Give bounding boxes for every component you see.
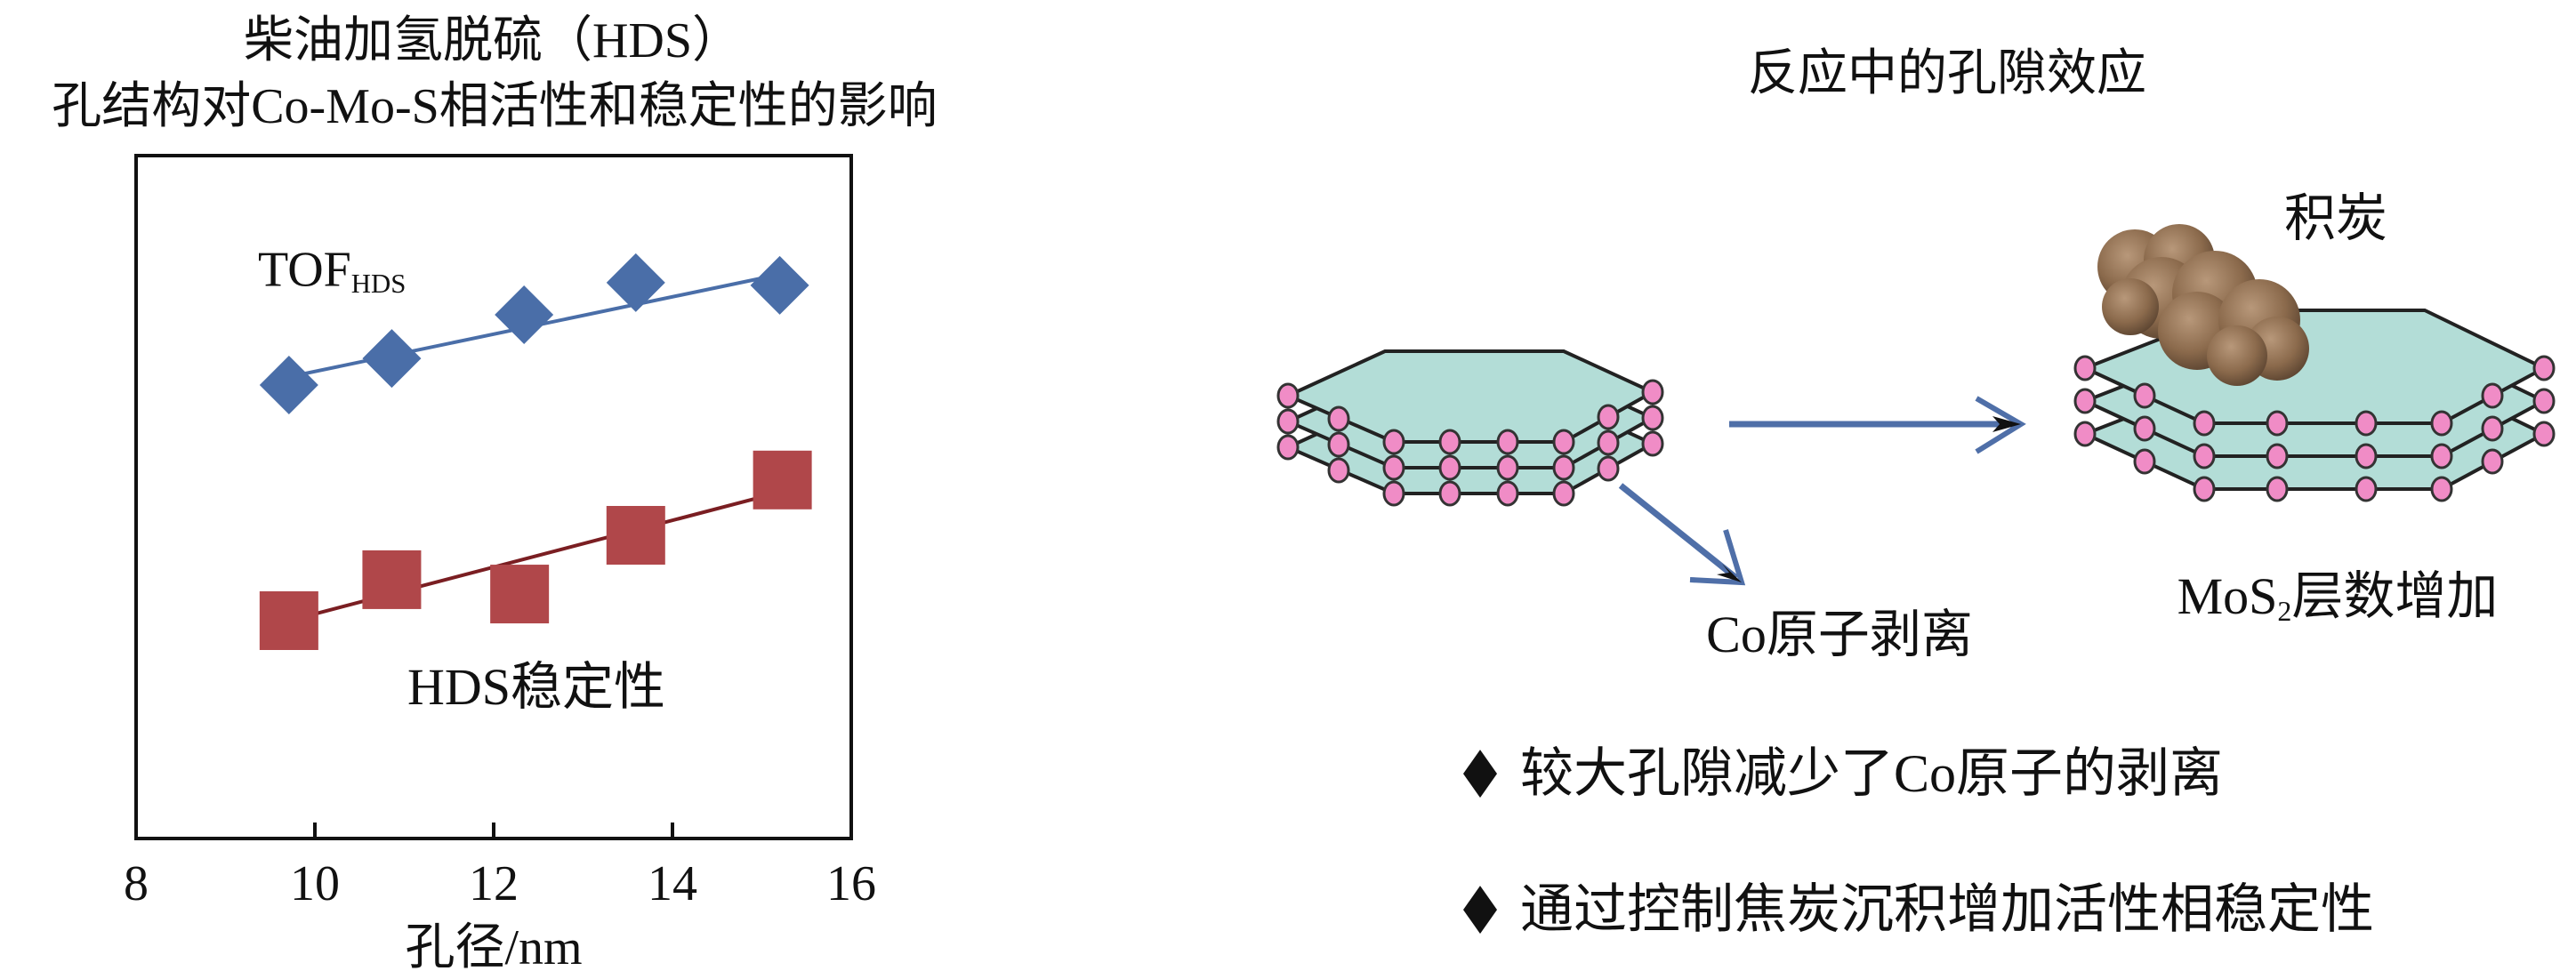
co-atom [2266,443,2289,469]
diamond-bullet-icon [1463,886,1497,935]
co-atom [1641,430,1664,457]
stability-data-point [362,550,422,609]
co-atom [1276,434,1300,461]
co-atom [2481,415,2504,442]
co-atom [2133,415,2156,442]
co-atom [2133,448,2156,475]
right-mos2-stack [2073,309,2556,502]
x-tick-label: 8 [124,856,149,911]
stability-data-point [753,450,812,510]
co-atom [2073,421,2097,447]
coke-deposit-icon [2097,224,2309,386]
x-tick-label: 16 [826,856,876,911]
co-atom [1496,429,1519,455]
co-atom [1496,454,1519,481]
co-atom [2193,410,2216,437]
tof-label-sub: HDS [350,268,407,299]
co-atom [2481,382,2504,409]
co-atom [2481,448,2504,475]
chart-title-line1: 柴油加氢脱硫（HDS） [243,13,743,68]
co-atom [1641,379,1664,405]
co-atom [2266,476,2289,502]
co-atom [2430,443,2453,469]
co-atom [1552,480,1575,507]
co-atom [1552,429,1575,455]
co-atom [2355,476,2378,502]
co-atom [2532,355,2556,381]
tof-series-label: TOFHDS [258,245,406,297]
co-stripping-label: Co原子剥离 [1706,606,1973,663]
mos2-label-pre: MoS [2177,567,2278,626]
arrow-tip-icon [1992,416,2021,432]
x-tick-label: 14 [648,856,697,911]
co-atom [1597,429,1620,456]
tof-data-point [750,255,809,315]
arrow-tip-icon [1717,564,1742,582]
co-atom [2532,421,2556,447]
coke-label: 积炭 [2283,189,2388,247]
mos2-label-post: 层数增加 [2291,567,2499,626]
x-tick-label: 12 [469,856,519,911]
tof-data-point [495,285,554,344]
co-atom [2133,382,2156,409]
co-atom [1552,454,1575,481]
mos2-label-sub: 2 [2277,596,2292,628]
diamond-bullet-icon [1463,750,1497,798]
co-atom [1597,455,1620,482]
bullet-item-2: 通过控制焦炭沉积增加活性相稳定性 [1463,878,2374,936]
stability-data-point [606,506,665,566]
co-atom [2073,388,2097,414]
co-atom [1327,457,1350,484]
co-atom [1276,382,1300,409]
coke-particle [2207,325,2267,386]
x-axis-label: 孔径/nm [405,920,583,975]
tof-data-point [362,329,422,389]
co-atom [1382,429,1405,455]
tof-data-point [606,253,665,312]
co-atom [1496,480,1519,507]
left-mos2-stack [1276,349,1664,507]
co-atom [1382,454,1405,481]
bullet-text: 通过控制焦炭沉积增加活性相稳定性 [1520,880,2374,940]
co-atom [2430,476,2453,502]
x-tick-label: 10 [290,856,340,911]
co-atom [1438,480,1461,507]
co-atom [1438,454,1461,481]
co-atom [1597,404,1620,430]
co-atom [2355,410,2378,437]
co-atom [2266,410,2289,437]
stability-series-label: HDS稳定性 [407,658,666,716]
tof-data-point [259,356,318,415]
co-atom [2355,443,2378,469]
mos2-layers-label: MoS2层数增加 [2178,571,2499,626]
co-atom [1327,431,1350,458]
bullet-text: 较大孔隙减少了Co原子的剥离 [1520,744,2224,804]
co-atom [2430,410,2453,437]
co-atom [1276,408,1300,435]
co-atom [2073,355,2097,381]
co-atom [2193,476,2216,502]
co-atom [1327,405,1350,432]
coke-particle [2102,278,2159,335]
diagram-title: 反应中的孔隙效应 [1748,46,2146,101]
stability-data-point [490,565,550,624]
co-atom [1382,480,1405,507]
stability-data-point [259,591,318,651]
co-stripping-arrow-line [1618,483,1739,581]
bullet-item-1: 较大孔隙减少了Co原子的剥离 [1463,742,2223,800]
co-atom [2193,443,2216,469]
co-atom [1641,405,1664,431]
co-atom [1438,429,1461,455]
chart-title-line2: 孔结构对Co-Mo-S相活性和稳定性的影响 [52,79,938,134]
co-atom [2532,388,2556,414]
tof-label-main: TOF [258,242,351,298]
